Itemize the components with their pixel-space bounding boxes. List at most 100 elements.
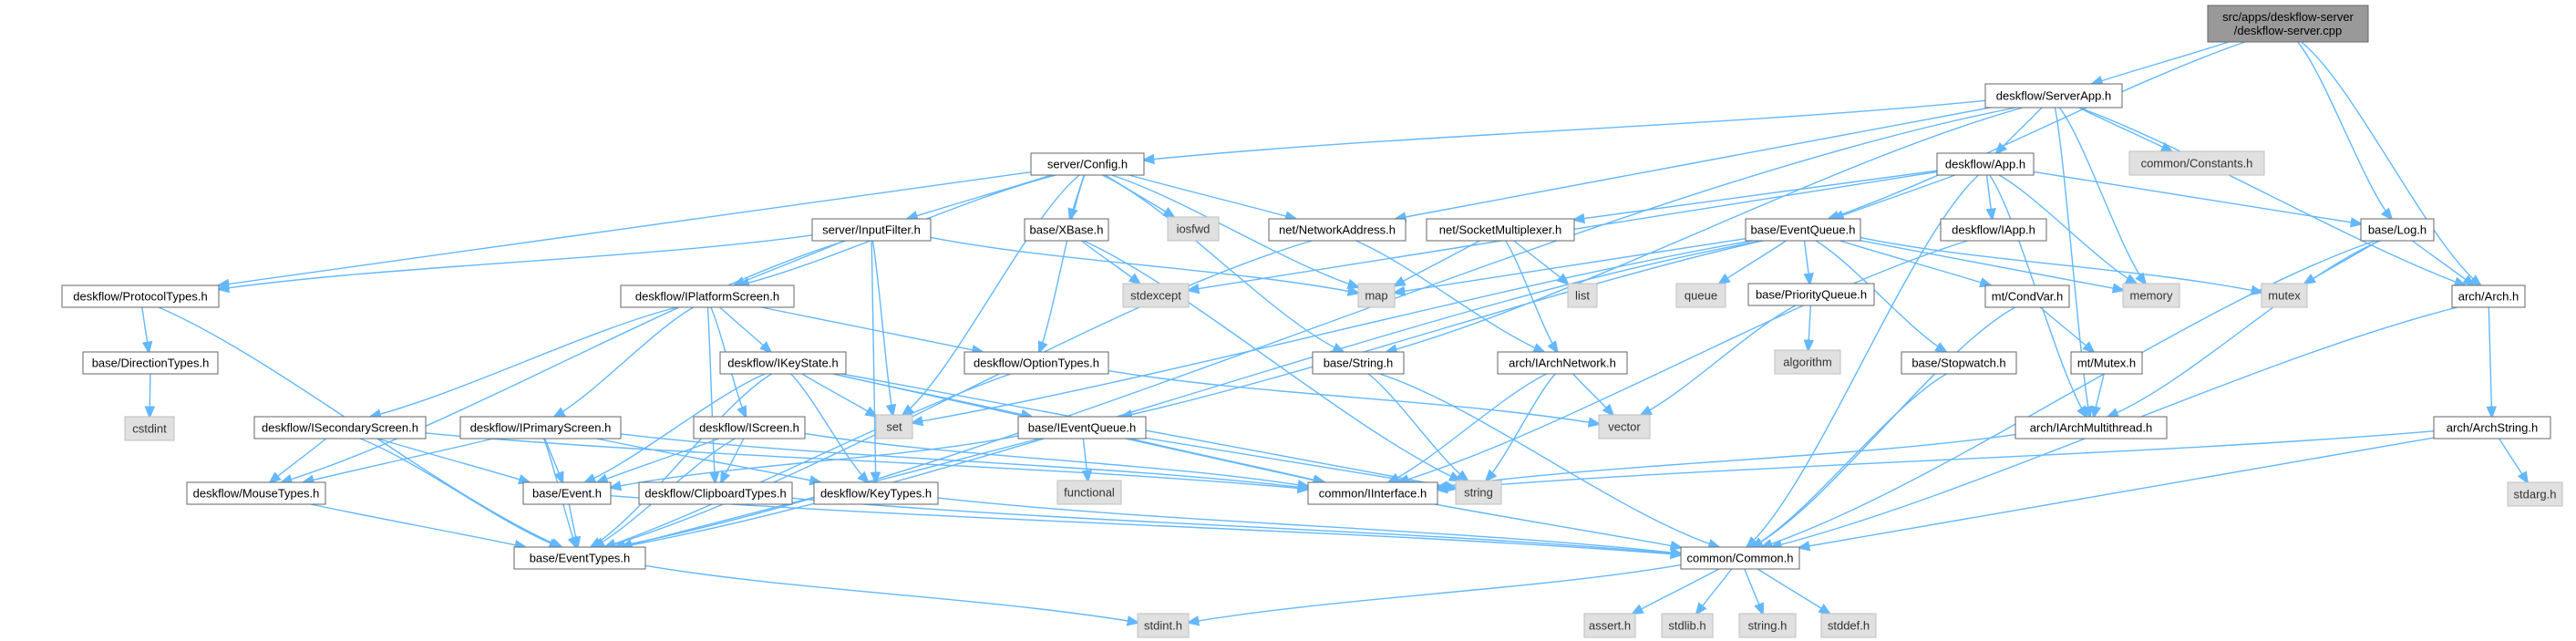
edge-sockmux-to-map xyxy=(1395,240,1480,285)
node-box xyxy=(1017,416,1147,439)
edge-serverapp-to-string_h xyxy=(1386,107,2024,352)
node-label: deskflow/ServerApp.h xyxy=(1996,89,2111,103)
node-algorithm[interactable]: algorithm xyxy=(1774,349,1841,375)
node-label: deskflow/App.h xyxy=(1945,158,2025,171)
node-protocol[interactable]: deskflow/ProtocolTypes.h xyxy=(61,284,220,308)
edge-opttypes-to-evtypes xyxy=(605,373,1012,547)
node-vector[interactable]: vector xyxy=(1598,414,1651,439)
node-iplat[interactable]: deskflow/IPlatformScreen.h xyxy=(620,284,795,308)
node-stdint[interactable]: stdint.h xyxy=(1137,613,1190,638)
node-keytypes[interactable]: deskflow/KeyTypes.h xyxy=(813,481,939,505)
node-pq[interactable]: base/PriorityQueue.h xyxy=(1747,283,1875,306)
node-mutex_h[interactable]: mt/Mutex.h xyxy=(2070,351,2143,375)
node-string[interactable]: string xyxy=(1455,480,1502,505)
node-box xyxy=(1312,351,1405,375)
node-app[interactable]: deskflow/App.h xyxy=(1936,152,2035,176)
node-label: deskflow/IPrimaryScreen.h xyxy=(470,421,612,435)
node-archstring[interactable]: arch/ArchString.h xyxy=(2433,416,2551,439)
node-mutex[interactable]: mutex xyxy=(2261,283,2308,308)
edge-archstring-to-common xyxy=(1799,437,2435,548)
edge-ikeystate-to-string xyxy=(841,373,1456,488)
edge-iapp-to-iinterface xyxy=(1398,240,1968,482)
node-box xyxy=(1024,218,1109,242)
node-assert[interactable]: assert.h xyxy=(1583,613,1636,638)
node-netaddr[interactable]: net/NetworkAddress.h xyxy=(1268,218,1406,242)
node-label: mt/Mutex.h xyxy=(2077,357,2136,370)
node-iscreen[interactable]: deskflow/IScreen.h xyxy=(693,416,806,439)
node-box xyxy=(1936,152,2035,176)
node-box xyxy=(2433,416,2551,439)
node-evtypes[interactable]: base/EventTypes.h xyxy=(513,546,646,570)
node-constants[interactable]: common/Constants.h xyxy=(2128,150,2265,176)
node-label: base/XBase.h xyxy=(1030,223,1104,237)
edge-string_h-to-string xyxy=(1367,373,1468,481)
node-map[interactable]: map xyxy=(1357,283,1396,308)
node-stdexcept[interactable]: stdexcept xyxy=(1122,283,1190,308)
node-evq[interactable]: base/EventQueue.h xyxy=(1745,218,1861,242)
node-isecscreen[interactable]: deskflow/ISecondaryScreen.h xyxy=(253,416,427,439)
edge-mousetypes-to-evtypes xyxy=(310,503,525,547)
edge-iprimscreen-to-iinterface xyxy=(620,433,1308,488)
edge-root-to-arch xyxy=(2301,41,2480,285)
node-list[interactable]: list xyxy=(1567,283,1598,308)
node-xbase[interactable]: base/XBase.h xyxy=(1024,218,1109,242)
node-label: server/InputFilter.h xyxy=(822,223,921,237)
node-label: map xyxy=(1365,289,1387,303)
edge-iscreen-to-event xyxy=(597,438,719,482)
node-set[interactable]: set xyxy=(875,414,913,439)
node-functional[interactable]: functional xyxy=(1056,480,1122,505)
node-label: common/Common.h xyxy=(1686,552,1793,565)
node-box xyxy=(638,481,793,505)
node-iosfwd[interactable]: iosfwd xyxy=(1167,216,1220,242)
node-string_h[interactable]: base/String.h xyxy=(1312,351,1405,375)
node-ikeystate[interactable]: deskflow/IKeyState.h xyxy=(719,351,847,375)
node-label: stdarg.h xyxy=(2514,488,2557,501)
edge-ieventq-to-functional xyxy=(1083,438,1087,481)
node-dirtypes[interactable]: base/DirectionTypes.h xyxy=(82,351,219,375)
node-iapp[interactable]: deskflow/IApp.h xyxy=(1940,218,2047,242)
edge-serverapp-to-constants xyxy=(2078,107,2172,151)
node-stopwatch[interactable]: base/Stopwatch.h xyxy=(1901,351,2017,375)
node-cstdint[interactable]: cstdint xyxy=(124,416,175,441)
node-inputfilter[interactable]: server/InputFilter.h xyxy=(811,218,932,242)
node-ieventq[interactable]: base/IEventQueue.h xyxy=(1017,416,1147,439)
node-iinterface[interactable]: common/IInterface.h xyxy=(1307,481,1438,505)
node-box xyxy=(1940,218,2047,242)
edge-evq-to-map xyxy=(1395,237,1747,293)
node-label: stdexcept xyxy=(1130,289,1181,303)
node-config[interactable]: server/Config.h xyxy=(1030,152,1145,176)
node-box xyxy=(1268,218,1406,242)
node-string_c[interactable]: string.h xyxy=(1738,613,1797,638)
node-mousetypes[interactable]: deskflow/MouseTypes.h xyxy=(186,481,326,505)
node-common[interactable]: common/Common.h xyxy=(1680,546,1800,570)
node-box xyxy=(513,546,646,570)
edge-evq-to-evtypes xyxy=(621,240,1763,547)
node-opttypes[interactable]: deskflow/OptionTypes.h xyxy=(963,351,1109,375)
node-log[interactable]: base/Log.h xyxy=(2360,218,2435,242)
node-cliptypes[interactable]: deskflow/ClipboardTypes.h xyxy=(638,481,793,505)
edge-inputfilter-to-protocol xyxy=(219,234,813,289)
node-iarchnet[interactable]: arch/IArchNetwork.h xyxy=(1497,351,1628,375)
node-stdarg[interactable]: stdarg.h xyxy=(2507,481,2563,507)
node-box xyxy=(124,416,175,441)
node-event[interactable]: base/Event.h xyxy=(522,481,612,505)
node-iarchmt[interactable]: arch/IArchMultithread.h xyxy=(2014,416,2168,439)
node-queue[interactable]: queue xyxy=(1675,283,1726,308)
node-arch[interactable]: arch/Arch.h xyxy=(2451,284,2526,308)
node-memory[interactable]: memory xyxy=(2122,283,2180,308)
node-box xyxy=(1598,414,1651,439)
node-stdlib[interactable]: stdlib.h xyxy=(1661,613,1714,638)
node-root[interactable]: src/apps/deskflow-server/deskflow-server… xyxy=(2207,5,2369,43)
edge-pq-to-algorithm xyxy=(1808,305,1811,350)
edge-ieventq-to-iinterface xyxy=(1130,438,1324,482)
edge-root-to-log xyxy=(2297,41,2392,219)
node-sockmux[interactable]: net/SocketMultiplexer.h xyxy=(1426,218,1575,242)
node-serverapp[interactable]: deskflow/ServerApp.h xyxy=(1984,83,2123,109)
node-box xyxy=(253,416,427,439)
edge-serverapp-to-app xyxy=(1996,107,2043,153)
node-box xyxy=(1984,284,2070,308)
node-box xyxy=(1426,218,1575,242)
node-condvar[interactable]: mt/CondVar.h xyxy=(1984,284,2070,308)
node-iprimscreen[interactable]: deskflow/IPrimaryScreen.h xyxy=(459,416,622,439)
node-stddef[interactable]: stddef.h xyxy=(1820,613,1877,638)
